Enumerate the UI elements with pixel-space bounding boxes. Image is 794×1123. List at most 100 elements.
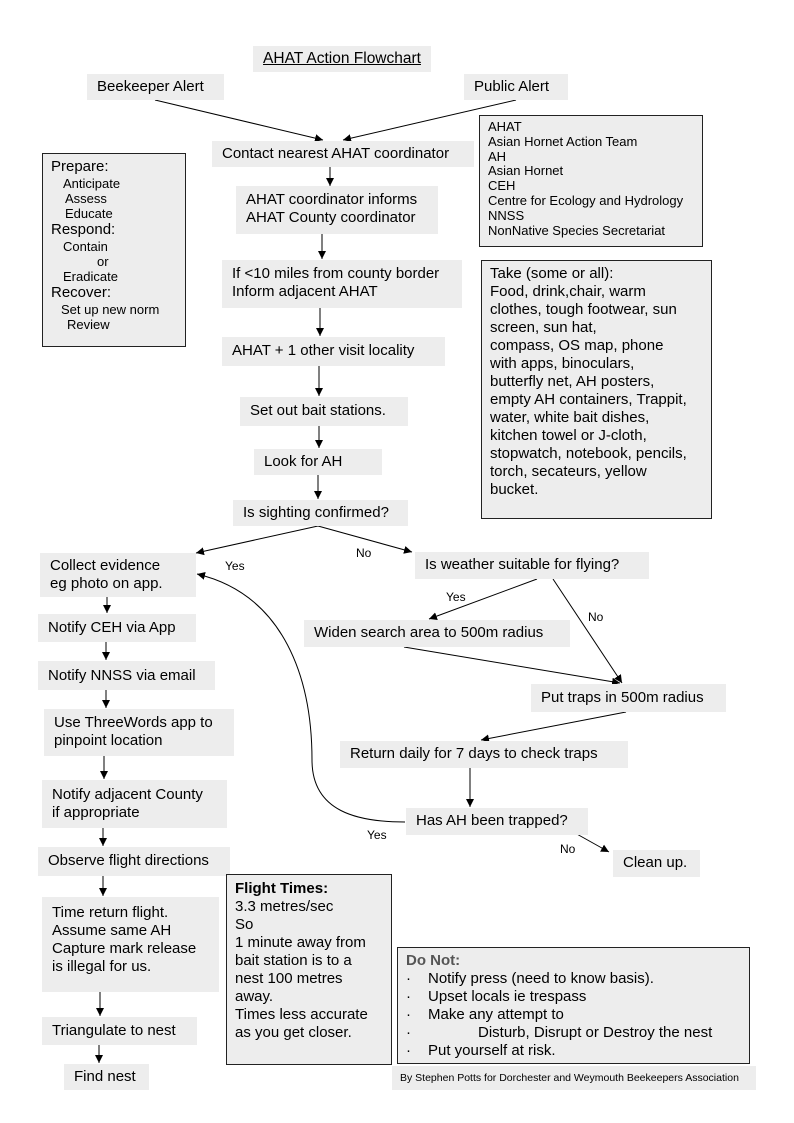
take-heading: Take (some or all): [490,265,614,282]
glossary-definition: Asian Hornet [488,163,564,179]
do-not-item: · Disturb, Disrupt or Destroy the nest [406,1024,741,1042]
node-notify-adjacent-county: Notify adjacent County if appropriate [42,780,227,828]
do-not-item-text: Disturb, Disrupt or Destroy the nest [428,1024,713,1041]
arrow-confirmed-to-collect [195,525,319,556]
node-bait-stations: Set out bait stations. [240,397,408,426]
node-notify-adjacent-county-line2: if appropriate [52,804,140,821]
do-not-item-text: Put yourself at risk. [428,1042,556,1059]
arrow-beekeeper-to-contact [154,99,324,143]
respond-contain: Contain [63,239,108,254]
node-public-alert: Public Alert [464,74,568,100]
take-line: with apps, binoculars, [490,355,635,372]
flight-times-line: 3.3 metres/sec [235,898,334,915]
flight-times-line: nest 100 metres [235,970,343,987]
arrow-traps-to-return [480,711,627,743]
node-coordinator-informs: AHAT coordinator informs AHAT County coo… [236,186,438,234]
arrow-trapped-to-clean [574,832,610,853]
take-line: bucket. [490,481,539,498]
respond-eradicate: Eradicate [63,269,118,284]
node-beekeeper-alert: Beekeeper Alert [87,74,224,100]
prepare-educate: Educate [65,206,113,221]
node-time-line4: is illegal for us. [52,958,152,975]
node-threewords: Use ThreeWords app to pinpoint location [44,709,234,756]
node-notify-adjacent-county-line1: Notify adjacent County [52,786,203,803]
glossary-term: CEH [488,178,516,194]
do-not-item: · Make any attempt to [406,1006,741,1024]
recover-review: Review [67,317,110,332]
node-time-line3: Capture mark release [52,940,197,957]
flight-times-panel: Flight Times: 3.3 metres/sec So 1 minute… [226,874,392,1065]
bullet-icon: · [406,970,411,987]
do-not-item-text: Make any attempt to [428,1006,564,1023]
author-credit: By Stephen Potts for Dorchester and Weym… [392,1066,756,1090]
take-line: stopwatch, notebook, pencils, [490,445,687,462]
glossary-panel: AHAT Asian Hornet Action Team AH Asian H… [479,115,703,247]
node-time-line2: Assume same AH [52,922,172,939]
do-not-item-text: Notify press (need to know basis). [428,970,654,987]
label-yes-weather: Yes [446,590,466,604]
node-find-nest: Find nest [64,1064,149,1090]
take-items-panel: Take (some or all): Food, drink,chair, w… [481,260,712,519]
decision-weather-suitable: Is weather suitable for flying? [415,552,649,579]
label-yes-confirmed: Yes [225,559,245,573]
respond-or: or [97,254,109,269]
do-not-item-text: Upset locals ie trespass [428,988,587,1005]
flight-times-line: bait station is to a [235,952,352,969]
node-county-border-line1: If <10 miles from county border [232,265,440,282]
arrow-weather-to-traps [552,578,623,684]
prepare-assess: Assess [65,191,107,206]
node-observe-flight: Observe flight directions [38,847,230,876]
do-not-item: · Upset locals ie trespass [406,988,741,1006]
recover-setup: Set up new norm [61,302,160,317]
node-threewords-line1: Use ThreeWords app to [54,714,213,731]
arrow-confirmed-to-weather [317,525,413,554]
glossary-definition: NonNative Species Secretariat [488,222,666,238]
node-collect-evidence-line2: eg photo on app. [50,575,163,592]
prepare-respond-recover-panel: Prepare: Anticipate Assess Educate Respo… [42,153,186,347]
bullet-icon: · [406,988,411,1005]
take-line: Food, drink,chair, warm [490,283,646,300]
do-not-panel: Do Not: · Notify press (need to know basi… [397,947,750,1064]
prepare-anticipate: Anticipate [63,176,121,191]
take-line: screen, sun hat, [490,319,597,336]
do-not-item: · Put yourself at risk. [406,1042,741,1060]
take-line: kitchen towel or J-cloth, [490,427,647,444]
bullet-icon: · [406,1024,411,1041]
node-collect-evidence: Collect evidence eg photo on app. [40,553,196,597]
glossary-definition: Centre for Ecology and Hydrology [488,192,684,208]
flight-times-line: away. [235,988,274,1005]
label-no-confirmed: No [356,546,372,560]
flight-times-line: as you get closer. [235,1024,352,1041]
bullet-icon: · [406,1042,411,1059]
node-visit-locality: AHAT + 1 other visit locality [222,337,445,366]
flight-times-line: 1 minute away from [235,934,366,951]
node-put-traps: Put traps in 500m radius [531,684,726,712]
do-not-heading: Do Not: [406,952,461,969]
node-widen-search: Widen search area to 500m radius [304,620,570,647]
node-county-border: If <10 miles from county border Inform a… [222,260,462,308]
take-line: compass, OS map, phone [490,337,664,354]
take-line: torch, secateurs, yellow [490,463,647,480]
node-time-line1: Time return flight. [52,904,169,921]
arrow-public-to-contact [342,99,517,143]
arrow-trapped-yes-loop [196,571,406,823]
prepare-heading: Prepare: [51,158,109,175]
take-line: clothes, tough footwear, sun [490,301,677,318]
bullet-icon: · [406,1006,411,1023]
take-line: butterfly net, AH posters, [490,373,655,390]
node-notify-nnss: Notify NNSS via email [38,661,215,690]
label-no-trapped: No [560,842,576,856]
flight-times-heading: Flight Times: [235,880,329,897]
node-look-for-ah: Look for AH [254,449,382,475]
recover-heading: Recover: [51,284,112,301]
node-notify-ceh: Notify CEH via App [38,614,196,642]
flowchart-title: AHAT Action Flowchart [253,46,431,72]
node-collect-evidence-line1: Collect evidence [50,557,161,574]
node-coordinator-informs-line2: AHAT County coordinator [246,209,416,226]
node-clean-up: Clean up. [613,850,700,877]
node-time-return-flight: Time return flight. Assume same AH Captu… [42,897,219,992]
glossary-term: AH [488,148,507,164]
flight-times-line: Times less accurate [235,1006,368,1023]
arrow-weather-to-widen [428,578,538,620]
